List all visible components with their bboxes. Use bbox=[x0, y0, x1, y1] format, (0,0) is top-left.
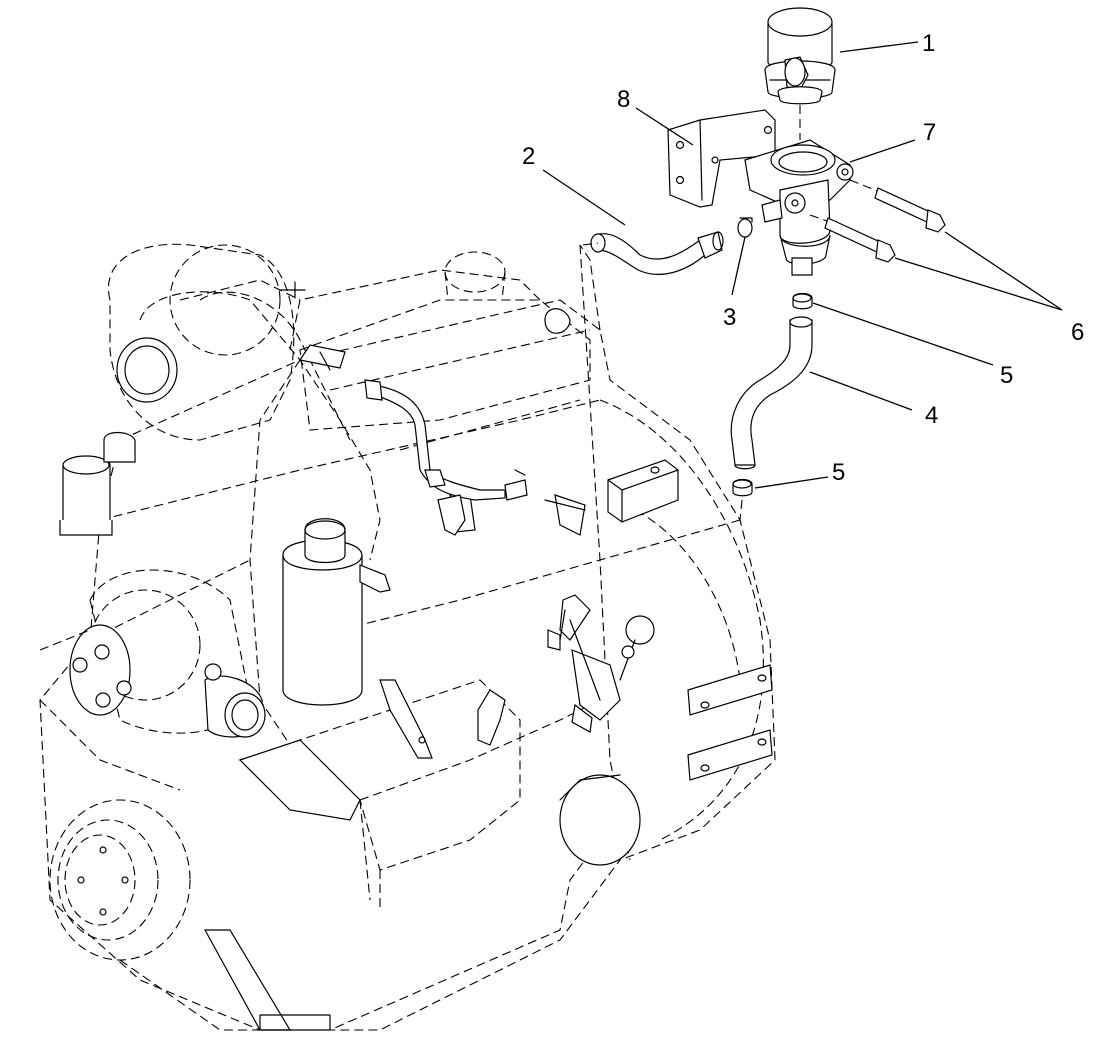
callout-1: 1 bbox=[922, 30, 935, 57]
leader-3 bbox=[731, 236, 746, 296]
flywheel-housing bbox=[599, 399, 773, 841]
leader-8 bbox=[635, 107, 694, 146]
mounting-bracket bbox=[667, 109, 776, 208]
upper-hose bbox=[590, 231, 724, 275]
callout-3: 3 bbox=[723, 304, 736, 331]
turbocharger bbox=[107, 243, 381, 561]
engine-breather-tube bbox=[364, 379, 528, 536]
callout-2: 2 bbox=[522, 143, 535, 170]
lifting-eye bbox=[544, 308, 571, 334]
leader-2 bbox=[542, 169, 626, 226]
callout-5-upper: 5 bbox=[1000, 362, 1013, 389]
oil-filter bbox=[282, 518, 391, 706]
leader-5a bbox=[812, 302, 994, 366]
leader-5b bbox=[754, 476, 829, 489]
callout-4: 4 bbox=[925, 402, 938, 429]
breather-cap bbox=[764, 7, 836, 105]
engine-assembly bbox=[39, 243, 776, 1031]
lower-hose bbox=[730, 316, 813, 470]
callout-5-lower: 5 bbox=[832, 459, 845, 486]
valve-cover bbox=[299, 251, 591, 431]
leader-4 bbox=[809, 371, 913, 411]
hose-clamp-middle bbox=[792, 292, 813, 310]
hose-path-upper bbox=[582, 242, 599, 246]
leader-7 bbox=[849, 139, 916, 163]
hose-clamp-upper bbox=[737, 217, 753, 238]
callout-8: 8 bbox=[617, 86, 630, 113]
breather-housing bbox=[744, 139, 854, 276]
leader-1 bbox=[839, 41, 919, 53]
hose-clamp-lower bbox=[732, 478, 753, 497]
lower-housing bbox=[119, 679, 641, 1031]
leader-6 bbox=[894, 231, 1063, 311]
hose-path-lower bbox=[739, 499, 743, 521]
engine-body-outline bbox=[39, 244, 776, 1031]
callout-6: 6 bbox=[1071, 319, 1084, 346]
mounting-bolts bbox=[809, 179, 946, 263]
engine-top-outline bbox=[179, 269, 591, 451]
turbo-outlet-ring bbox=[116, 337, 178, 403]
callout-7: 7 bbox=[923, 119, 936, 146]
front-pulleys bbox=[39, 569, 266, 961]
breather-assembly bbox=[582, 7, 946, 521]
leader-lines bbox=[542, 41, 1063, 489]
callout-labels: 1 2 3 4 5 5 6 7 8 bbox=[522, 30, 1084, 486]
